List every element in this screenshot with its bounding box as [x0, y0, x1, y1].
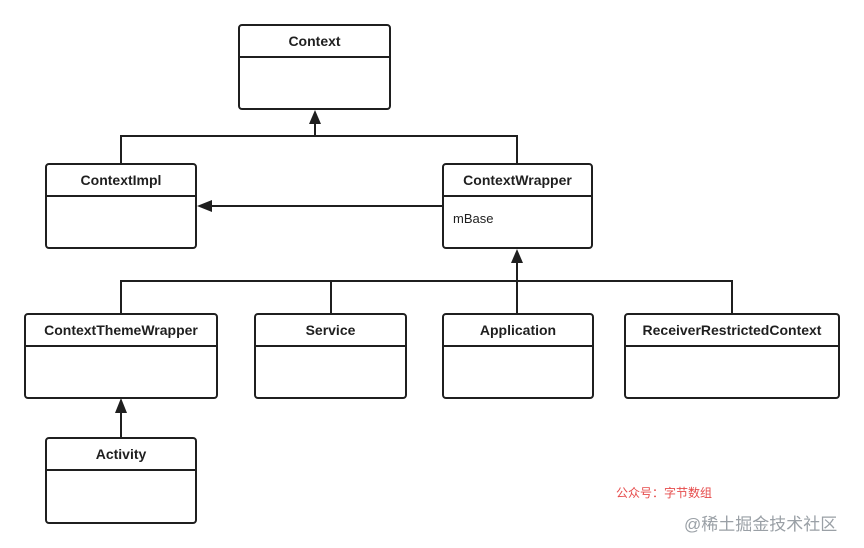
class-application: Application	[442, 313, 594, 399]
arrowhead-context	[309, 110, 321, 124]
class-context: Context	[238, 24, 391, 110]
class-name: ReceiverRestrictedContext	[626, 315, 838, 347]
class-receiverrestrictedcontext: ReceiverRestrictedContext	[624, 313, 840, 399]
arrowhead-contextwrapper	[511, 249, 523, 263]
site-watermark: @稀土掘金技术社区	[684, 515, 838, 534]
class-contextimpl: ContextImpl	[45, 163, 197, 249]
arrowhead-contextimpl	[197, 200, 212, 212]
arrowhead-contextthemewrapper	[115, 398, 127, 413]
inheritance-line-contextimpl-to-context	[120, 135, 518, 164]
class-name: Activity	[47, 439, 195, 471]
class-service: Service	[254, 313, 407, 399]
class-name: ContextWrapper	[444, 165, 591, 197]
class-activity: Activity	[45, 437, 197, 524]
class-name: Context	[240, 26, 389, 58]
field-mbase: mBase	[453, 211, 494, 226]
inheritance-line-children-bus	[120, 280, 733, 314]
class-name: ContextThemeWrapper	[26, 315, 216, 347]
class-contextthemewrapper: ContextThemeWrapper	[24, 313, 218, 399]
class-name: ContextImpl	[47, 165, 195, 197]
class-name: Application	[444, 315, 592, 347]
wechat-watermark: 公众号：字节数组	[616, 486, 713, 500]
class-contextwrapper: ContextWrapper mBase	[442, 163, 593, 249]
class-name: Service	[256, 315, 405, 347]
